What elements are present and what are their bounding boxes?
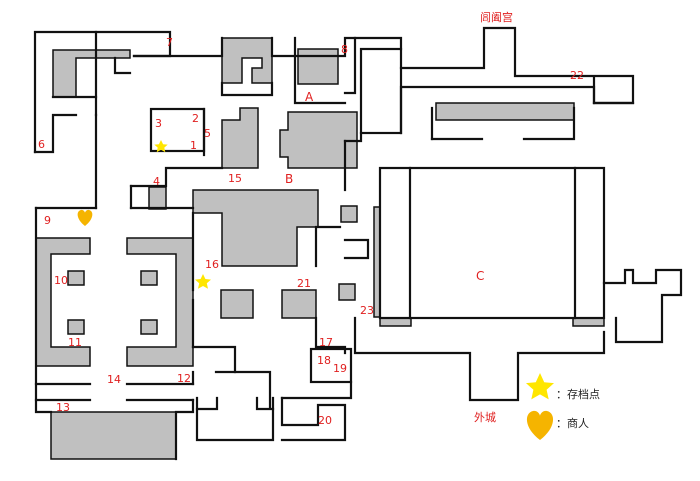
room-18-label: 18 <box>317 354 331 367</box>
room-20-label: 20 <box>318 414 332 427</box>
area-c-label: C <box>476 269 484 283</box>
gate-north-label: 闾阖宫 <box>480 10 513 24</box>
block-west-right <box>126 237 194 367</box>
block-b <box>279 111 358 169</box>
block-10 <box>67 270 85 286</box>
legend: ：存档点 ：商人 <box>526 373 600 440</box>
block-west-left <box>35 237 91 367</box>
block-north-bar <box>435 102 575 121</box>
legend-heart-icon <box>526 410 554 440</box>
room-21-label: 21 <box>297 277 311 290</box>
map-walls <box>33 26 683 461</box>
block-c-left-foot <box>379 317 412 327</box>
room-19-label: 19 <box>333 362 347 375</box>
room-6-label: 6 <box>38 138 45 151</box>
map-labels: 闾阖宫 外城 A B C 1 2 3 4 5 6 7 8 9 10 11 12 … <box>38 10 584 427</box>
room-13-label: 13 <box>56 401 70 414</box>
gate-south-label: 外城 <box>474 411 496 424</box>
block-11b <box>140 319 158 335</box>
legend-merchant-label: ：商人 <box>556 416 589 430</box>
block-4 <box>148 186 167 210</box>
block-16 <box>192 189 319 267</box>
area-a-label: A <box>305 90 314 104</box>
block-13 <box>50 411 177 460</box>
block-11 <box>67 319 85 335</box>
room-22-label: 22 <box>570 69 584 82</box>
merchant-heart-icon <box>77 209 93 226</box>
block-small-2 <box>338 283 356 301</box>
legend-star-icon <box>526 373 554 400</box>
room-4-label: 4 <box>153 175 160 188</box>
block-a-room <box>297 48 339 85</box>
room-2-label: 2 <box>192 112 199 125</box>
room-17-label: 17 <box>319 336 333 349</box>
area-b-label: B <box>285 172 293 186</box>
room-15-label: 15 <box>228 172 242 185</box>
room-10-label: 10 <box>54 274 68 287</box>
room-1-label: 1 <box>190 139 197 152</box>
block-10b <box>140 270 158 286</box>
room-7-label: 7 <box>166 36 173 49</box>
map-blocks <box>35 37 605 460</box>
room-11-label: 11 <box>68 336 82 349</box>
room-3-label: 3 <box>155 117 162 130</box>
save-point-star-icon <box>154 140 168 153</box>
legend-save-point-label: ：存档点 <box>556 387 600 401</box>
room-12-label: 12 <box>177 372 191 385</box>
block-c-right-foot <box>572 317 605 327</box>
room-16-label: 16 <box>205 258 219 271</box>
block-15 <box>221 107 259 169</box>
block-top-a <box>221 37 273 84</box>
room-23-label: 23 <box>360 304 374 317</box>
block-mid-1 <box>220 289 254 319</box>
map-markers <box>77 140 211 289</box>
room-5-label: 5 <box>204 127 211 140</box>
block-21 <box>281 289 317 319</box>
room-8-label: 8 <box>341 43 348 56</box>
room-14-label: 14 <box>107 373 121 386</box>
room-9-label: 9 <box>44 214 51 227</box>
save-point-star-icon <box>195 274 211 289</box>
block-small-1 <box>340 205 358 223</box>
